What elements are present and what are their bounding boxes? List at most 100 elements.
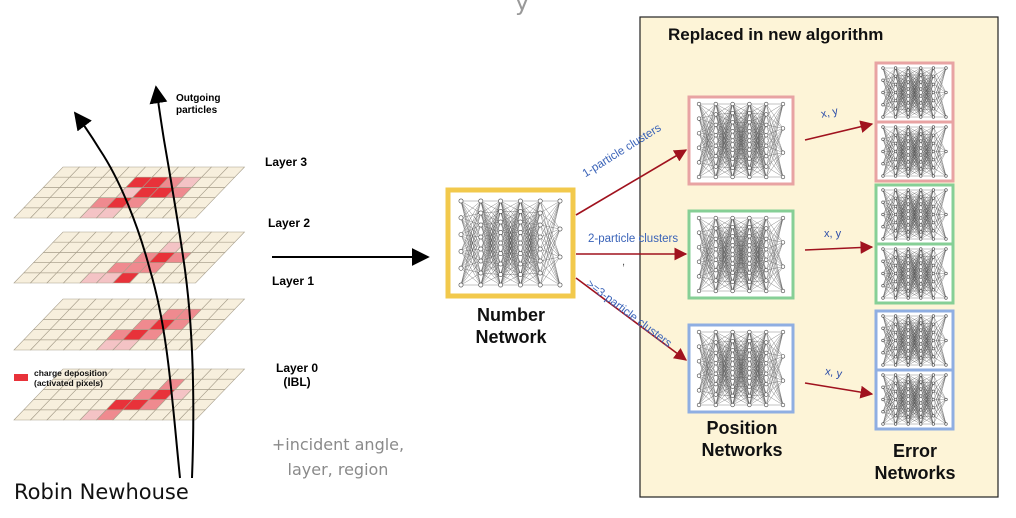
nn-edge: [882, 151, 896, 164]
nn-edge: [920, 340, 934, 352]
nn-edge: [749, 114, 767, 150]
nn-edge: [882, 214, 896, 240]
nn-edge: [698, 103, 716, 178]
nn-edge: [715, 352, 733, 360]
nn-edge: [715, 238, 733, 292]
nn-edge: [460, 200, 481, 269]
nn-edge: [766, 363, 784, 406]
nn-edge: [895, 248, 909, 258]
nn-edge: [520, 221, 541, 274]
nn-node: [919, 247, 923, 251]
nn-node: [944, 237, 948, 241]
nn-edge: [766, 103, 784, 146]
nn-edge: [895, 88, 909, 93]
nn-node: [906, 415, 910, 419]
nn-node: [713, 164, 718, 169]
nn-edge: [715, 238, 733, 282]
nn-node: [730, 288, 735, 294]
nn-node: [906, 373, 910, 377]
nn-edge: [749, 363, 767, 378]
nn-edge: [908, 329, 921, 366]
nn-edge: [908, 126, 921, 177]
nn-edge: [520, 253, 541, 274]
nn-edge: [908, 255, 921, 299]
nn-edge: [749, 331, 767, 385]
nn-edge: [715, 149, 733, 178]
nn-edge: [920, 388, 934, 416]
nn-node: [780, 101, 786, 107]
nn-node: [931, 330, 936, 334]
nn-edge: [766, 342, 784, 357]
branch-arrow-1: [575, 149, 688, 216]
nn-edge: [920, 383, 934, 425]
nn-edge: [882, 273, 896, 286]
nn-edge: [698, 346, 716, 374]
nn-edge: [460, 200, 481, 286]
nn-edge: [749, 249, 767, 282]
nn-edge: [920, 147, 934, 177]
nn-edge: [715, 368, 733, 395]
nn-node: [881, 351, 885, 355]
nn-edge: [520, 200, 541, 286]
nn-node: [747, 402, 752, 408]
nn-edge: [480, 221, 501, 250]
nn-edge: [698, 135, 716, 178]
nn-edge: [715, 368, 733, 406]
nn-edge: [749, 217, 767, 246]
nn-edge: [698, 342, 716, 376]
number-network-graph: [458, 198, 563, 288]
nn-edge: [460, 251, 481, 274]
nn-edge: [895, 340, 909, 345]
nn-node: [458, 282, 464, 288]
nn-edge: [732, 263, 750, 292]
nn-node: [919, 223, 923, 227]
nn-edge: [480, 200, 501, 286]
nn-edge: [895, 154, 909, 160]
nn-node: [893, 149, 898, 154]
nn-edge: [698, 352, 716, 362]
nn-node: [931, 255, 936, 259]
nn-edge: [766, 103, 784, 157]
nn-node: [780, 150, 786, 155]
nn-edge: [715, 363, 733, 378]
nn-node: [713, 101, 718, 107]
nn-edge: [882, 67, 896, 105]
nn-edge: [520, 242, 541, 286]
nn-node: [906, 296, 910, 300]
nn-edge: [732, 227, 750, 292]
nn-edge: [749, 373, 767, 406]
nn-edge: [500, 200, 521, 286]
nn-node: [730, 147, 735, 152]
nn-edge: [920, 67, 934, 83]
nn-edge: [460, 224, 481, 252]
nn-node: [764, 288, 769, 294]
nn-edge: [895, 399, 909, 404]
nn-edge: [540, 228, 561, 238]
nn-edge: [882, 248, 896, 262]
nn-edge: [895, 210, 909, 240]
nn-edge: [908, 409, 921, 425]
nn-edge: [715, 263, 733, 271]
nn-edge: [732, 368, 750, 406]
nn-node: [919, 195, 923, 199]
nn-edge: [698, 259, 716, 292]
nn-node: [931, 66, 936, 70]
nn-edge: [698, 331, 716, 362]
nn-edge: [480, 212, 501, 244]
nn-edge: [920, 329, 934, 349]
nn-edge: [715, 331, 733, 369]
nn-node: [696, 174, 702, 180]
nn-edge: [908, 67, 921, 83]
nn-node: [893, 389, 898, 393]
nn-node: [780, 215, 786, 221]
nn-node: [919, 167, 923, 171]
nn-edge: [749, 254, 767, 260]
nn-edge: [500, 221, 521, 286]
nn-edge: [480, 212, 501, 223]
nn-edge: [715, 238, 733, 264]
nn-edge: [520, 232, 541, 238]
nn-edge: [698, 147, 716, 167]
nn-edge: [749, 149, 767, 157]
particle-tracks: [73, 85, 195, 479]
nn-edge: [895, 67, 909, 101]
